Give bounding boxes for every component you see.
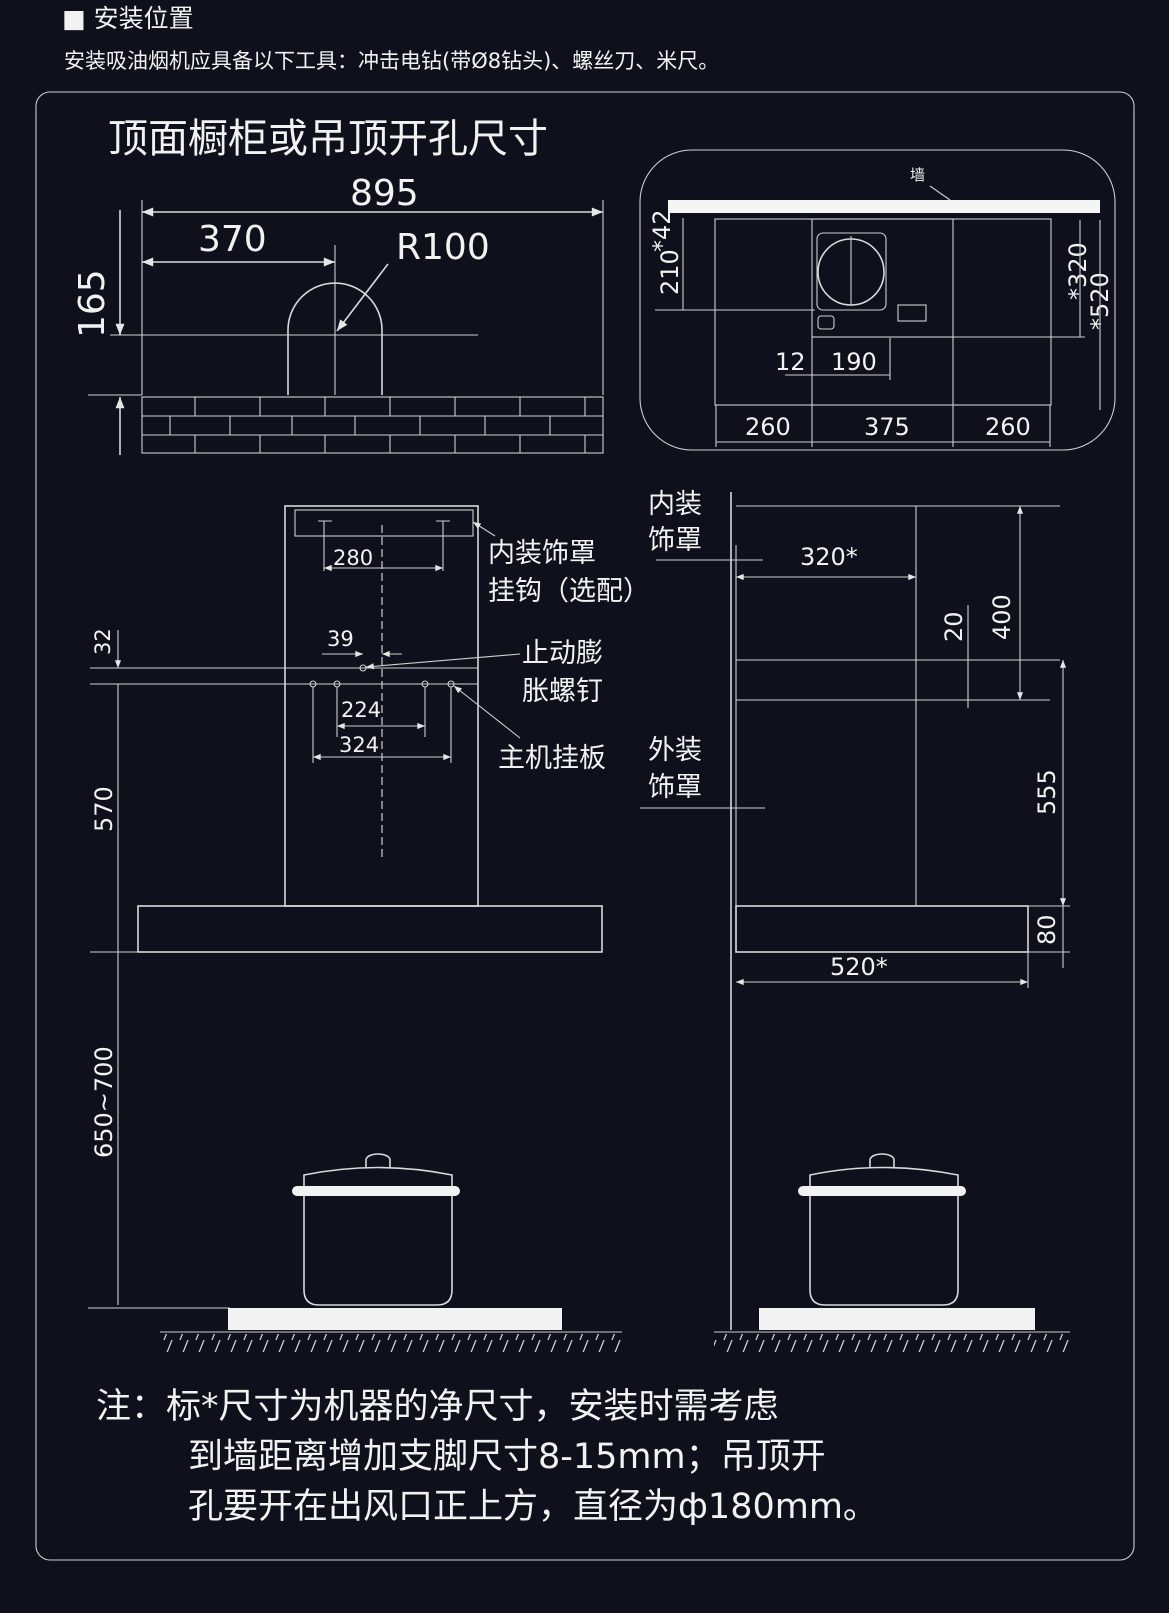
dim-260-right: 260 [985, 413, 1031, 441]
duct-opening [287, 282, 383, 395]
dim-324: 324 [339, 733, 379, 757]
side-view-drawing: 内装 饰罩 320* 400 20 外装 饰罩 555 80 520* [640, 489, 1070, 1352]
label-outer-1: 外装 [648, 735, 702, 766]
note-line-1: 注：标*尺寸为机器的净尺寸，安装时需考虑 [96, 1387, 779, 1427]
dim-370: 370 [198, 219, 267, 260]
note: 注：标*尺寸为机器的净尺寸，安装时需考虑 到墙距离增加支脚尺寸8-15mm；吊顶… [96, 1387, 878, 1527]
side-hood-body [735, 905, 1029, 953]
pot-icon [798, 1153, 966, 1306]
dim-42: *42 [648, 209, 676, 252]
note-line-2: 到墙距离增加支脚尺寸8-15mm；吊顶开 [188, 1437, 826, 1477]
dim-280: 280 [333, 546, 373, 570]
hood-body [137, 905, 603, 953]
main-frame [35, 91, 1135, 1561]
label-hook-2: 挂钩（选配） [488, 576, 650, 607]
dim-650-700: 650~700 [90, 1046, 118, 1158]
dim-210: 210 [656, 249, 684, 295]
dim-12: 12 [775, 348, 806, 376]
label-inner-2: 饰罩 [648, 525, 702, 556]
dim-32: 32 [91, 628, 115, 655]
cooktop [228, 1308, 562, 1330]
dim-224: 224 [341, 698, 381, 722]
note-line-3: 孔要开在出风口正上方，直径为ф180mm。 [188, 1487, 878, 1527]
label-plate: 主机挂板 [498, 743, 606, 774]
label-inner-1: 内装 [648, 489, 702, 520]
dim-570: 570 [90, 786, 118, 832]
drawing-title: 顶面橱柜或吊顶开孔尺寸 [108, 116, 548, 162]
dim-375: 375 [864, 413, 910, 441]
dim-165: 165 [72, 269, 113, 338]
dim-320: *320 [1064, 242, 1092, 300]
brick-wall [141, 396, 604, 454]
pot-icon [292, 1153, 460, 1306]
cooktop [759, 1308, 1035, 1330]
wall-label: 墙 [910, 166, 925, 184]
dim-555: 555 [1033, 769, 1061, 815]
dim-520-side: 520* [830, 953, 888, 981]
dim-400: 400 [988, 594, 1016, 640]
dim-320-side: 320* [800, 543, 858, 571]
dim-39: 39 [327, 627, 354, 651]
label-screw-1: 止动膨 [522, 638, 603, 669]
dim-895: 895 [350, 173, 419, 214]
ceiling-opening-drawing: 顶面橱柜或吊顶开孔尺寸 895 370 R100 165 [72, 116, 604, 455]
dim-r100: R100 [396, 227, 490, 268]
tools-note: 安装吸油烟机应具备以下工具：冲击电钻(带Ø8钻头)、螺丝刀、米尺。 [64, 49, 719, 73]
dim-20: 20 [940, 611, 968, 642]
dim-80: 80 [1033, 914, 1061, 945]
dim-190: 190 [831, 348, 877, 376]
front-view-drawing: 280 32 39 224 324 内装饰罩 挂钩（选配） 止动膨 胀螺钉 主机… [88, 505, 650, 1352]
top-view-drawing: 墙 *42 210 *320 *520 12 190 260 375 260 [639, 149, 1116, 451]
section-title: ■ 安装位置 [62, 4, 194, 33]
label-screw-2: 胀螺钉 [522, 676, 603, 707]
dim-260-left: 260 [745, 413, 791, 441]
label-hook-1: 内装饰罩 [488, 538, 596, 569]
label-outer-2: 饰罩 [648, 772, 702, 803]
